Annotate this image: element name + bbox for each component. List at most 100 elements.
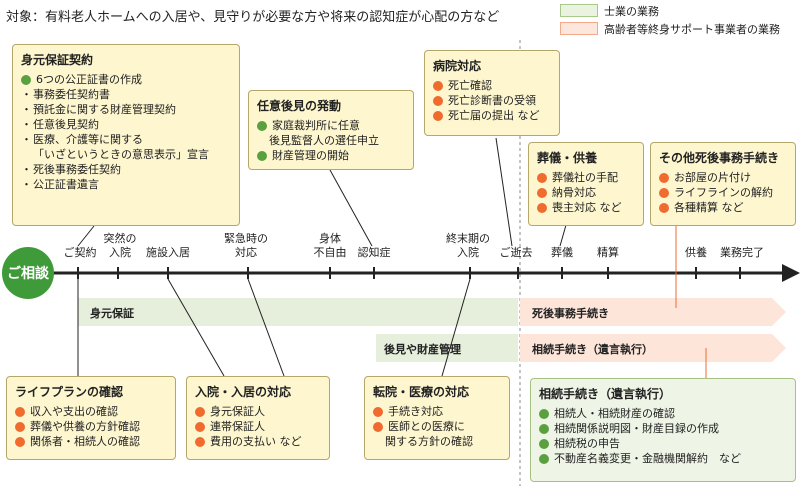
event-seisan: 精算	[597, 246, 619, 259]
band-label-mimoto: 身元保証	[90, 307, 134, 320]
bullet-dot-icon	[537, 203, 547, 213]
bullet-dot-icon	[539, 454, 549, 464]
callout-title: 身元保証契約	[21, 53, 94, 67]
event-shintai: 身体 不自由	[313, 232, 347, 259]
middle-dot-icon: ・	[21, 103, 32, 116]
callout-title: 入院・入居の対応	[195, 385, 292, 399]
bullet-dot-icon	[195, 422, 205, 432]
middle-dot-icon: ・	[21, 133, 32, 146]
band-sozoku	[520, 334, 786, 362]
event-kanryo: 業務完了	[720, 246, 764, 259]
callout-nini-kouken: 任意後見の発動 家庭裁判所に任意 後見監督人の選任申立 財産管理の開始	[248, 90, 414, 170]
connector-byoin	[495, 137, 513, 247]
callout-title: 葬儀・供養	[537, 151, 598, 165]
middle-dot-icon: ・	[21, 118, 32, 131]
event-kuyo: 供養	[685, 246, 707, 259]
list-item: ライフラインの解約	[659, 185, 787, 200]
callout-title: 病院対応	[433, 59, 482, 73]
callout-life-plan: ライフプランの確認 収入や支出の確認 葬儀や供養の方針確認 関係者・相続人の確認	[6, 376, 176, 460]
callout-title: 任意後見の発動	[257, 99, 342, 113]
list-item: 「いざというときの意思表示」宣言	[33, 148, 209, 161]
callout-byoin: 病院対応 死亡確認 死亡診断書の受領 死亡届の提出 など	[424, 50, 560, 136]
band-shigo	[520, 298, 786, 326]
start-label: ご相談	[7, 266, 49, 282]
timeline-arrowhead	[782, 264, 800, 282]
list-item: 関係者・相続人の確認	[15, 434, 167, 449]
callout-tenin-iryo: 転院・医療の対応 手続き対応 医師との医療に 関する方針の確認	[364, 376, 510, 460]
event-nyuin: 突然の 入院	[103, 232, 137, 259]
list-item: 連帯保証人	[195, 419, 321, 434]
bullet-dot-icon	[15, 437, 25, 447]
legend-label-professional: 士業の業務	[604, 5, 659, 18]
bullet-dot-icon	[539, 439, 549, 449]
callout-sozoku: 相続手続き（遺言執行） 相続人・相続財産の確認 相続関係説明図・財産目録の作成 …	[530, 378, 796, 482]
band-label-kouken: 後見や財産管理	[384, 343, 461, 356]
bullet-dot-icon	[21, 75, 31, 85]
list-item: 相続人・相続財産の確認	[539, 406, 787, 421]
bullet-dot-icon	[539, 409, 549, 419]
bullet-dot-icon	[195, 407, 205, 417]
list-item: お部屋の片付け	[659, 170, 787, 185]
list-item: 関する方針の確認	[385, 435, 473, 448]
bullet-dot-icon	[537, 188, 547, 198]
list-item: 不動産名義変更・金融機関解約 など	[539, 451, 787, 466]
event-shisetsu: 施設入居	[146, 246, 190, 259]
list-item: ・事務委任契約書	[21, 88, 110, 101]
event-kinkyu: 緊急時の 対応	[224, 232, 268, 259]
callout-sonota: その他死後事務手続き お部屋の片付け ライフラインの解約 各種精算 など	[650, 142, 796, 226]
bullet-dot-icon	[15, 422, 25, 432]
legend-swatch-support	[560, 22, 598, 35]
bullet-dot-icon	[257, 151, 267, 161]
list-item: 死亡診断書の受領	[433, 93, 551, 108]
legend-swatch-professional	[560, 4, 598, 17]
list-item: 医師との医療に	[373, 419, 501, 434]
connector-tenin	[441, 278, 471, 377]
bullet-dot-icon	[659, 173, 669, 183]
target-description: 対象：有料老人ホームへの入居や、見守りが必要な方や将来の認知症が心配の方など	[6, 10, 500, 25]
bullet-dot-icon	[539, 424, 549, 434]
list-item: 家庭裁判所に任意	[257, 118, 405, 133]
list-item: ・公正証書遺言	[21, 178, 99, 191]
event-sogi: 葬儀	[551, 246, 573, 259]
list-item: 各種精算 など	[659, 200, 787, 215]
list-item: 後見監督人の選任申立	[269, 134, 379, 147]
connector-nini	[329, 169, 373, 247]
list-item: 葬儀社の手配	[537, 170, 635, 185]
list-item: 費用の支払い など	[195, 434, 321, 449]
bullet-dot-icon	[659, 203, 669, 213]
callout-mimoto-keiyaku: 身元保証契約 6つの公正証書の作成 ・事務委任契約書 ・預託金に関する財産管理契…	[12, 44, 240, 226]
bullet-dot-icon	[257, 121, 267, 131]
list-item: 死亡届の提出 など	[433, 108, 551, 123]
band-label-sozoku: 相続手続き（遺言執行）	[532, 343, 653, 356]
list-item: 身元保証人	[195, 404, 321, 419]
callout-nyuin-nyukyo: 入院・入居の対応 身元保証人 連帯保証人 費用の支払い など	[186, 376, 330, 460]
bullet-dot-icon	[433, 111, 443, 121]
bullet-dot-icon	[15, 407, 25, 417]
list-item: ・任意後見契約	[21, 118, 99, 131]
callout-sogi-kuyo: 葬儀・供養 葬儀社の手配 納骨対応 喪主対応 など	[528, 142, 644, 226]
event-shumatsu: 終末期の 入院	[446, 232, 490, 259]
list-item: ・預託金に関する財産管理契約	[21, 103, 176, 116]
list-item: ・死後事務委任契約	[21, 163, 121, 176]
list-item: 収入や支出の確認	[15, 404, 167, 419]
list-item: ・医療、介護等に関する	[21, 133, 143, 146]
event-keiyaku: ご契約	[63, 246, 97, 259]
callout-title: 相続手続き（遺言執行）	[539, 387, 672, 401]
band-label-shigo: 死後事務手続き	[532, 307, 609, 320]
event-ninchi: 認知症	[357, 246, 391, 259]
connector-nyuin-2	[247, 278, 285, 377]
list-item: 6つの公正証書の作成	[21, 72, 231, 87]
band-mimoto	[78, 298, 518, 326]
bullet-dot-icon	[433, 96, 443, 106]
bullet-dot-icon	[659, 188, 669, 198]
list-item: 相続関係説明図・財産目録の作成	[539, 421, 787, 436]
legend-label-support: 高齢者等終身サポート事業者の業務	[604, 23, 780, 36]
bullet-dot-icon	[195, 437, 205, 447]
middle-dot-icon: ・	[21, 88, 32, 101]
connector-nyuin-1	[167, 278, 225, 377]
callout-title: その他死後事務手続き	[659, 151, 780, 165]
list-item: 納骨対応	[537, 185, 635, 200]
event-seikyo: ご逝去	[499, 246, 533, 259]
list-item: 葬儀や供養の方針確認	[15, 419, 167, 434]
list-item: 死亡確認	[433, 78, 551, 93]
